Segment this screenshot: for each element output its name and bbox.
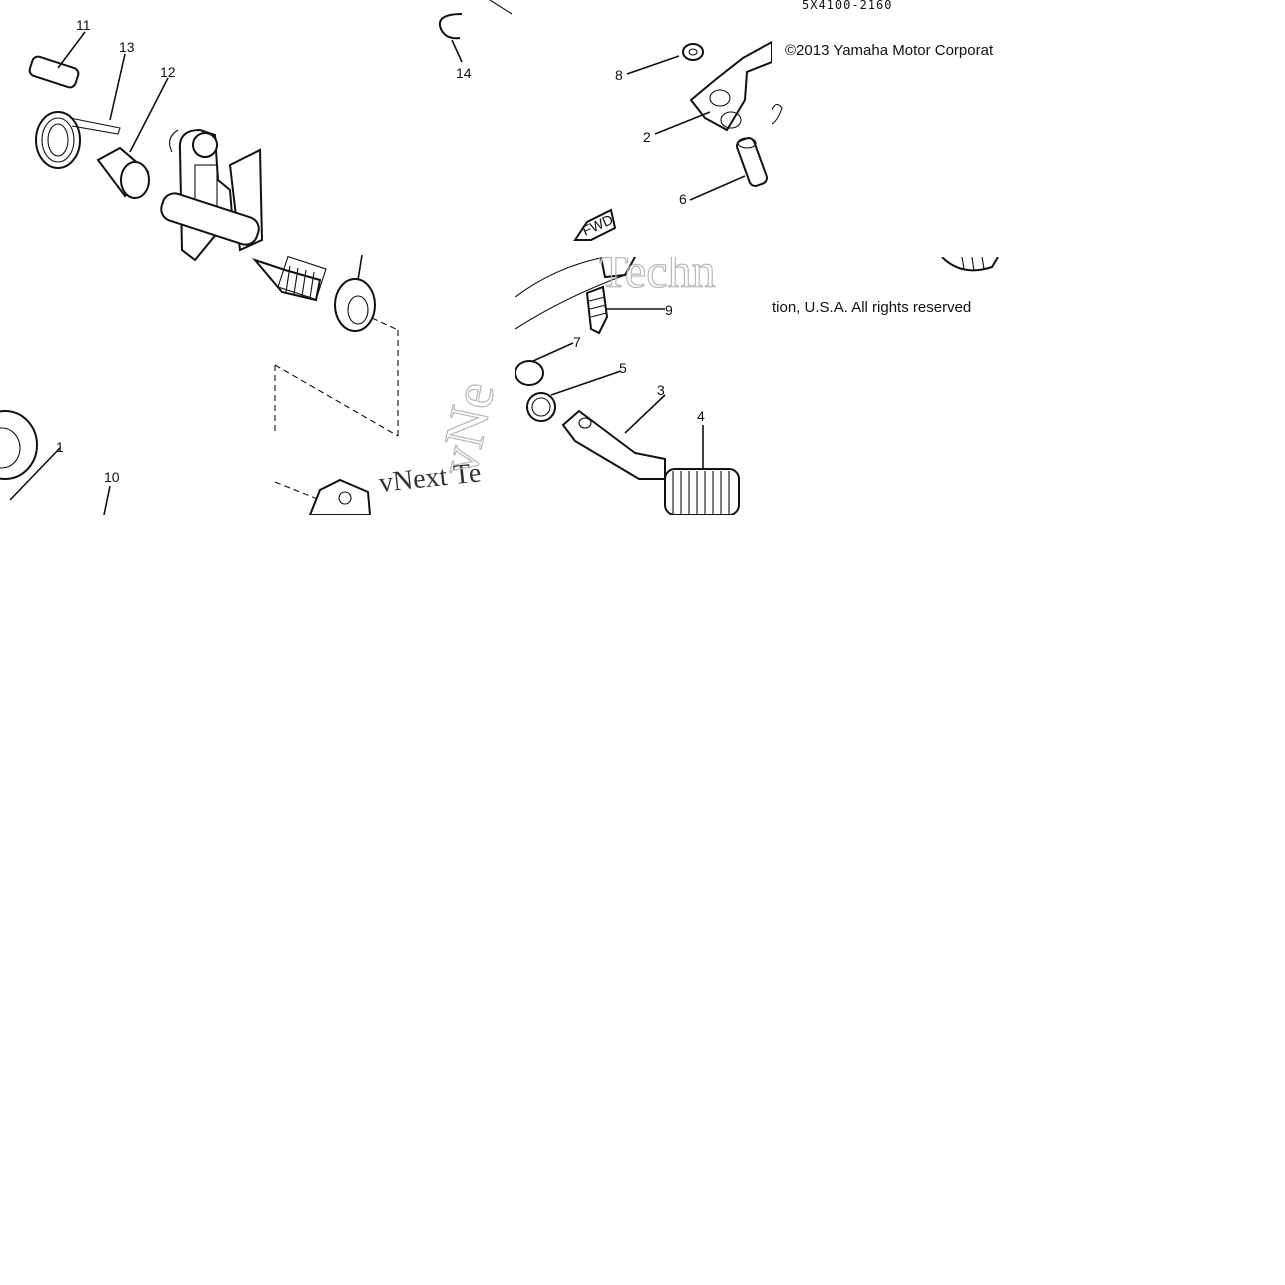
callout-5: 5: [619, 360, 627, 376]
spring-pedal-drawing: Techn 9 7 5 3 4: [515, 257, 740, 515]
part-collar: [96, 77, 169, 199]
part-washer: [0, 410, 111, 515]
part-pivot-pin: [689, 137, 768, 201]
callout-14: 14: [456, 65, 472, 81]
callout-2: 2: [643, 129, 651, 145]
part-brake-rod: [561, 394, 666, 480]
diagram-code: 5X4100-2160: [802, 0, 892, 12]
part-splined-shaft: [251, 255, 327, 302]
coil-fragment-drawing: [941, 257, 999, 272]
part-pin: [28, 31, 86, 89]
diagram-tile-left: vNext Te vNe 11 13 12 14 1 10: [0, 0, 515, 515]
part-coil-spring: [526, 370, 622, 422]
copyright-line-2: tion, U.S.A. All rights reserved: [772, 299, 972, 316]
shift-mechanism-drawing: vNext Te vNe 11 13 12 14 1 10: [0, 0, 513, 515]
part-cap: [515, 342, 574, 386]
part-shift-arm: [160, 128, 264, 262]
diagram-tile-text-mid: tion, U.S.A. All rights reserved: [772, 257, 1029, 347]
diagram-tile-mid-right: Techn 9 7 5 3 4: [515, 257, 772, 515]
callout-7: 7: [573, 334, 581, 350]
callout-9: 9: [665, 302, 673, 318]
fwd-arrow: FWD: [573, 208, 617, 241]
part-frame-arc: [515, 257, 636, 330]
callout-4: 4: [697, 408, 705, 424]
callout-8: 8: [615, 67, 623, 83]
part-threaded-sleeve: [664, 425, 740, 515]
code-drawing: 5X4100-2160: [772, 0, 892, 125]
part-bolt: [585, 285, 665, 335]
watermark-text-vertical: vNe: [427, 377, 507, 481]
part-lever: [654, 40, 772, 135]
callout-12: 12: [160, 64, 176, 80]
callout-6: 6: [679, 191, 687, 207]
part-washer-small: [626, 43, 704, 75]
callout-1: 1: [56, 439, 64, 455]
pedal-link-drawing: FWD 8 2 6: [573, 40, 772, 241]
part-circlip: [438, 0, 513, 63]
diagram-tile-top-right: FWD 8 2 6: [515, 0, 772, 257]
reference-box: [274, 317, 399, 501]
copyright-line-1: ©2013 Yamaha Motor Corporat: [785, 42, 994, 59]
callout-10: 10: [104, 469, 120, 485]
callout-11: 11: [76, 17, 91, 33]
part-oil-seal: [334, 254, 376, 332]
diagram-tile-text-top: 5X4100-2160 ©2013 Yamaha Motor Corporat: [772, 0, 1029, 257]
watermark-text-right: Techn: [599, 257, 716, 298]
callout-3: 3: [657, 382, 665, 398]
part-spring: [35, 53, 126, 169]
callout-13: 13: [119, 39, 135, 55]
part-clamp: [308, 478, 372, 515]
